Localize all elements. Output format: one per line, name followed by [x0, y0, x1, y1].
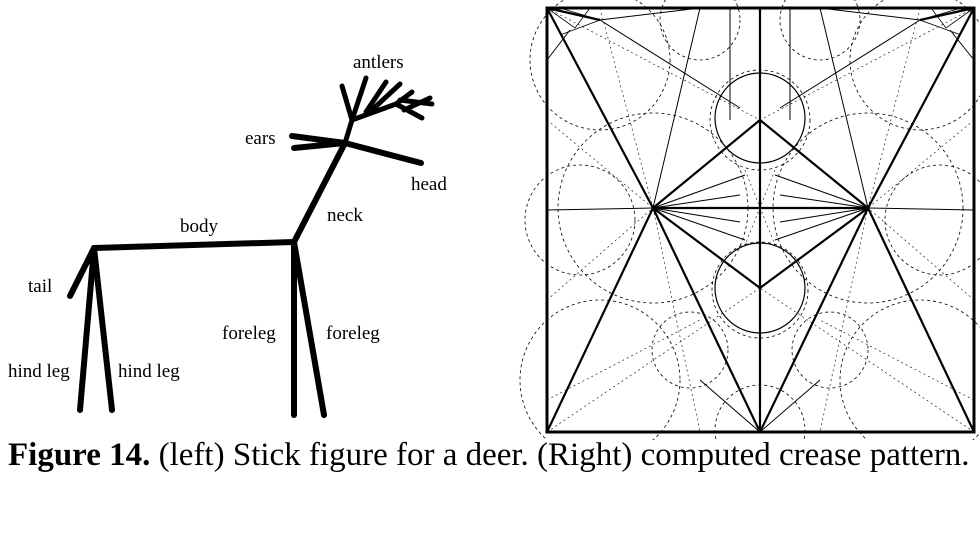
deer-stick-figure	[67, 75, 435, 418]
label-foreleg-left: foreleg	[222, 323, 276, 344]
label-body: body	[180, 216, 219, 237]
stick-foreleg-right	[291, 239, 327, 418]
crease-pattern	[519, 0, 980, 440]
figure-caption: Figure 14. (left) Stick figure for a dee…	[8, 436, 976, 474]
stick-ears	[289, 133, 348, 151]
crease-corner-fans	[545, 7, 976, 36]
crease-circles	[519, 0, 980, 440]
figure-14: antlers ears head neck body tail foreleg…	[8, 0, 980, 440]
label-hind-leg-right: hind leg	[118, 361, 180, 382]
label-head: head	[411, 174, 447, 195]
stick-antlers	[339, 75, 435, 146]
label-antlers: antlers	[353, 52, 404, 73]
stick-neck	[291, 140, 348, 245]
label-ears: ears	[245, 128, 276, 149]
caption-text: (left) Stick figure for a deer. (Right) …	[150, 437, 970, 473]
stick-body	[91, 239, 297, 251]
crease-fine-lines	[546, 7, 975, 433]
label-tail: tail	[28, 276, 52, 297]
label-neck: neck	[327, 205, 363, 226]
crease-secondary-lines	[546, 7, 975, 433]
crease-main-lines	[546, 6, 975, 433]
label-foreleg-right: foreleg	[326, 323, 380, 344]
caption-title: Figure 14.	[8, 437, 151, 473]
stick-hind-leg-left	[77, 245, 97, 413]
label-hind-leg-left: hind leg	[8, 361, 70, 382]
stick-hind-leg-right	[91, 245, 115, 413]
stick-head	[342, 140, 424, 166]
stick-tail	[67, 245, 97, 299]
